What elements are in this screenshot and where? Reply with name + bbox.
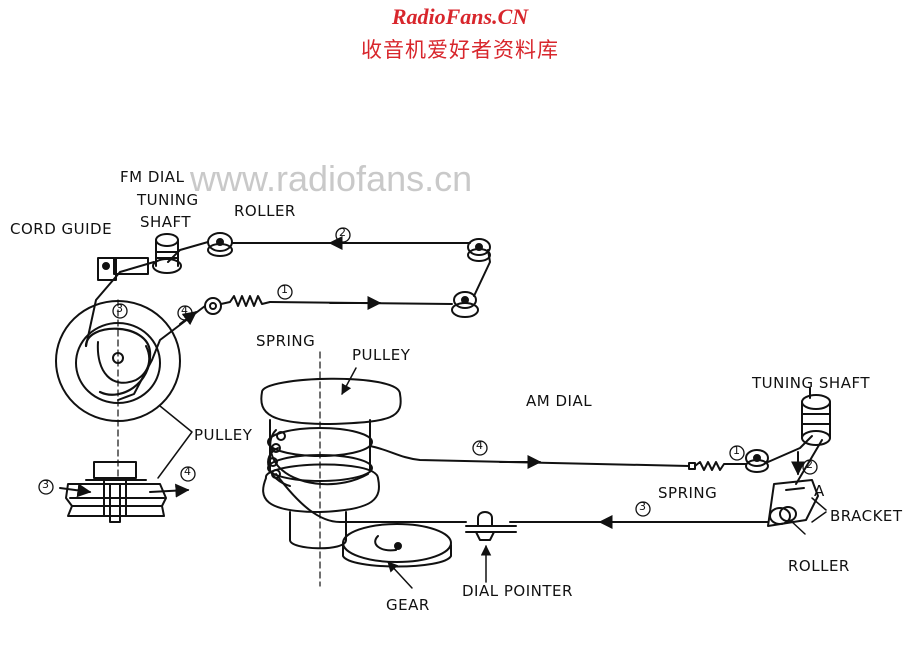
marker-2-top: 2 [339,226,347,239]
marker-4-fm: 4 [181,304,189,317]
fm-dial-pulley [55,299,181,441]
cord-guide [97,257,149,281]
am-dial-cord [275,435,823,529]
label-dial-pointer: DIAL POINTER [462,582,573,600]
marker-2-am: 2 [806,458,814,471]
fm-idler-bottom-right [451,291,479,318]
gear-leader [387,561,413,589]
marker-1-top: 1 [281,283,289,296]
site-title: RadioFans.CN [391,4,529,29]
marker-4-am: 4 [476,439,484,452]
fm-idler-top-right [467,238,491,262]
am-dial-pulley [260,351,402,587]
label-tuning-shaft-right: TUNING SHAFT [752,374,870,392]
label-pulley-center: PULLEY [352,346,411,364]
label-pulley-left: PULLEY [194,426,253,444]
marker-1-am: 1 [733,444,741,457]
label-shaft: SHAFT [140,213,192,231]
fm-roller-top [207,232,233,257]
marker-4-left: 4 [184,465,192,478]
label-cord-guide: CORD GUIDE [10,220,113,238]
am-tuning-shaft [801,387,831,446]
pulley-center-leader [341,367,357,395]
bracket [767,479,827,535]
watermark: www.radiofans.cn [190,158,473,199]
am-roller-top [745,449,769,473]
label-spring-bottom: SPRING [658,484,718,502]
label-tuning: TUNING [137,191,199,209]
pulley-left-leader [157,405,193,479]
label-roller-top: ROLLER [234,202,296,220]
site-subtitle: 收音机爱好者资料库 [361,38,559,62]
label-gear: GEAR [386,596,430,614]
label-fm-dial: FM DIAL [120,168,185,186]
pulley-cross-section [59,439,190,523]
marker-circles [38,227,818,517]
fm-spring-hook [204,295,271,315]
label-am-dial: AM DIAL [526,392,593,410]
marker-3-am: 3 [639,500,647,513]
fm-dial-cord [85,236,491,401]
label-bracket-a: A [814,482,825,500]
label-spring-top: SPRING [256,332,316,350]
label-roller-right: ROLLER [788,557,850,575]
label-bracket: BRACKET [830,507,903,525]
marker-3-fm: 3 [116,302,124,315]
marker-3-left: 3 [42,478,50,491]
gear [342,523,452,568]
dial-pointer [465,511,517,541]
am-spring [688,461,747,471]
